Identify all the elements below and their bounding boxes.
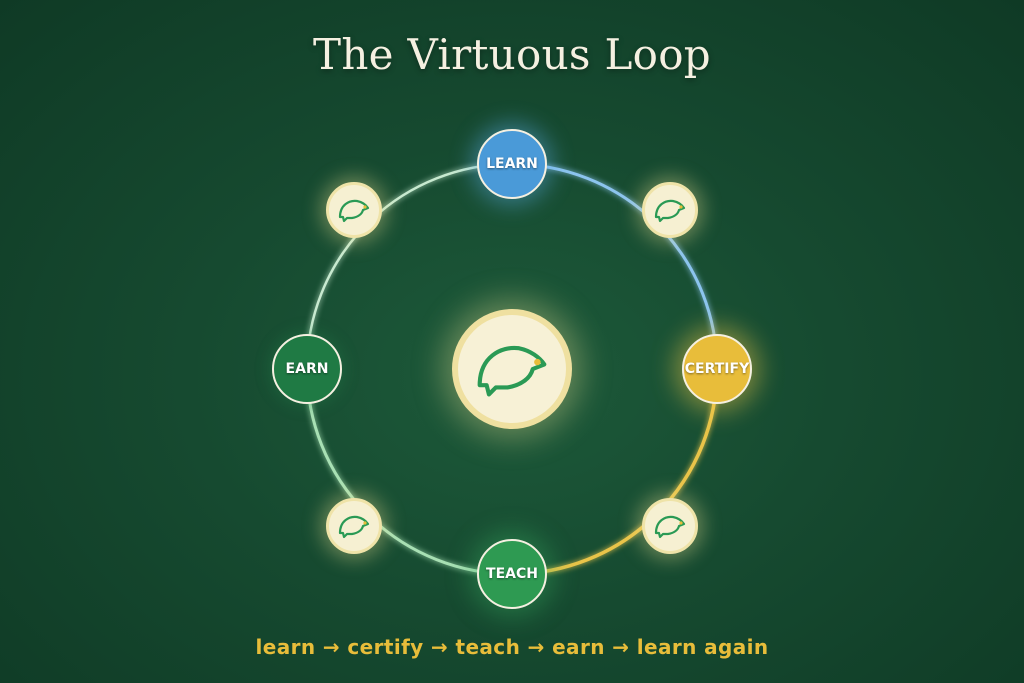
loop-caption: learn → certify → teach → earn → learn a… [255,635,769,659]
node-learn[interactable]: LEARN [477,129,547,199]
node-certify[interactable]: CERTIFY [682,334,752,404]
node-teach-label: TEACH [486,566,538,582]
bird-logo-icon [338,515,370,539]
node-certify-label: CERTIFY [684,361,750,377]
node-earn-label: EARN [285,361,329,377]
bird-logo-icon [654,199,686,223]
diagram-title: The Virtuous Loop [313,30,711,79]
node-teach[interactable]: TEACH [477,539,547,609]
node-learn-label: LEARN [486,156,538,172]
bird-badge-bottom-right [642,498,698,554]
bird-logo-icon [338,199,370,223]
bird-logo-icon [654,515,686,539]
bird-badge-top-right [642,182,698,238]
center-bird-logo [452,309,572,429]
bird-badge-bottom-left [326,498,382,554]
bird-logo-icon [477,345,547,397]
bird-badge-top-left [326,182,382,238]
node-earn[interactable]: EARN [272,334,342,404]
